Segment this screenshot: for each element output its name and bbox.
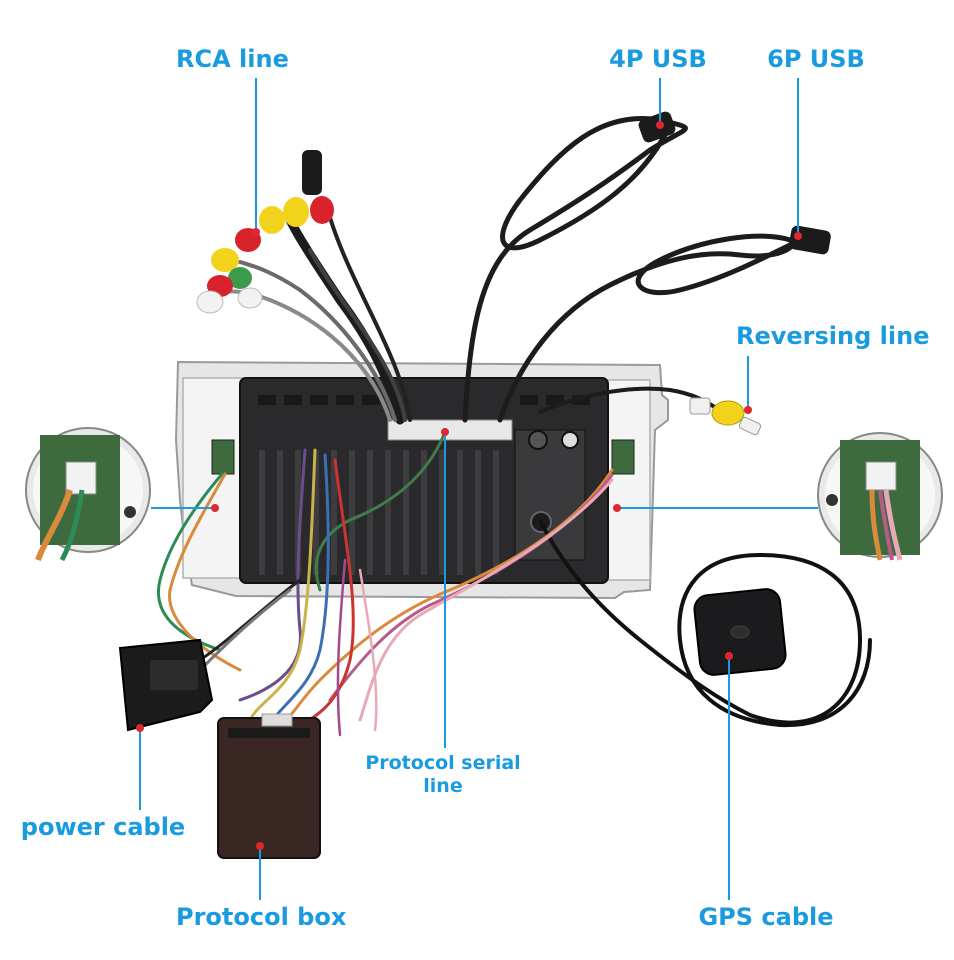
- protocol-box-label: Protocol box: [176, 903, 347, 931]
- rca-plug-yellow: [283, 197, 309, 227]
- gps-cable: [539, 520, 872, 728]
- usb6p-plug: [789, 225, 831, 255]
- protocol-serial-label-line2: line: [423, 775, 463, 797]
- right-inset: [817, 432, 943, 561]
- reversing-plug: [689, 397, 762, 436]
- heatsink-fins: [259, 450, 499, 575]
- protocol-box: [217, 713, 321, 859]
- left-harness-plug: [211, 439, 235, 475]
- power-cable-label: power cable: [20, 813, 186, 841]
- rca-plug-green: [228, 267, 252, 289]
- connector-block: [387, 419, 513, 441]
- rca-plug-red: [310, 196, 334, 224]
- rca-plug-white-2: [237, 287, 263, 309]
- rca-plug-yellow-3: [211, 248, 239, 272]
- protocol-serial-wire: [314, 430, 447, 592]
- gps-cable-label: GPS cable: [698, 903, 834, 931]
- right-harness-plug: [611, 439, 635, 475]
- gps-port: [528, 430, 548, 450]
- rca-plug-white: [196, 290, 224, 314]
- usb4p-label: 4P USB: [609, 45, 707, 73]
- callout-lines: [139, 78, 818, 900]
- power-connector: [118, 638, 214, 732]
- protocol-serial-label: Protocol serial: [365, 752, 521, 774]
- rca-line-label: RCA line: [176, 45, 289, 73]
- rca-plug-black: [302, 150, 322, 195]
- reversing-line-label: Reversing line: [736, 322, 930, 350]
- gps-port-2: [561, 431, 579, 449]
- rca-plugs: [196, 150, 334, 314]
- left-inset: [25, 427, 151, 562]
- head-unit: [174, 360, 669, 600]
- gps-antenna: [693, 588, 787, 676]
- callout-markers: [136, 121, 802, 850]
- usb6p-label: 6P USB: [767, 45, 865, 73]
- rca-plug-yellow-2: [259, 206, 285, 234]
